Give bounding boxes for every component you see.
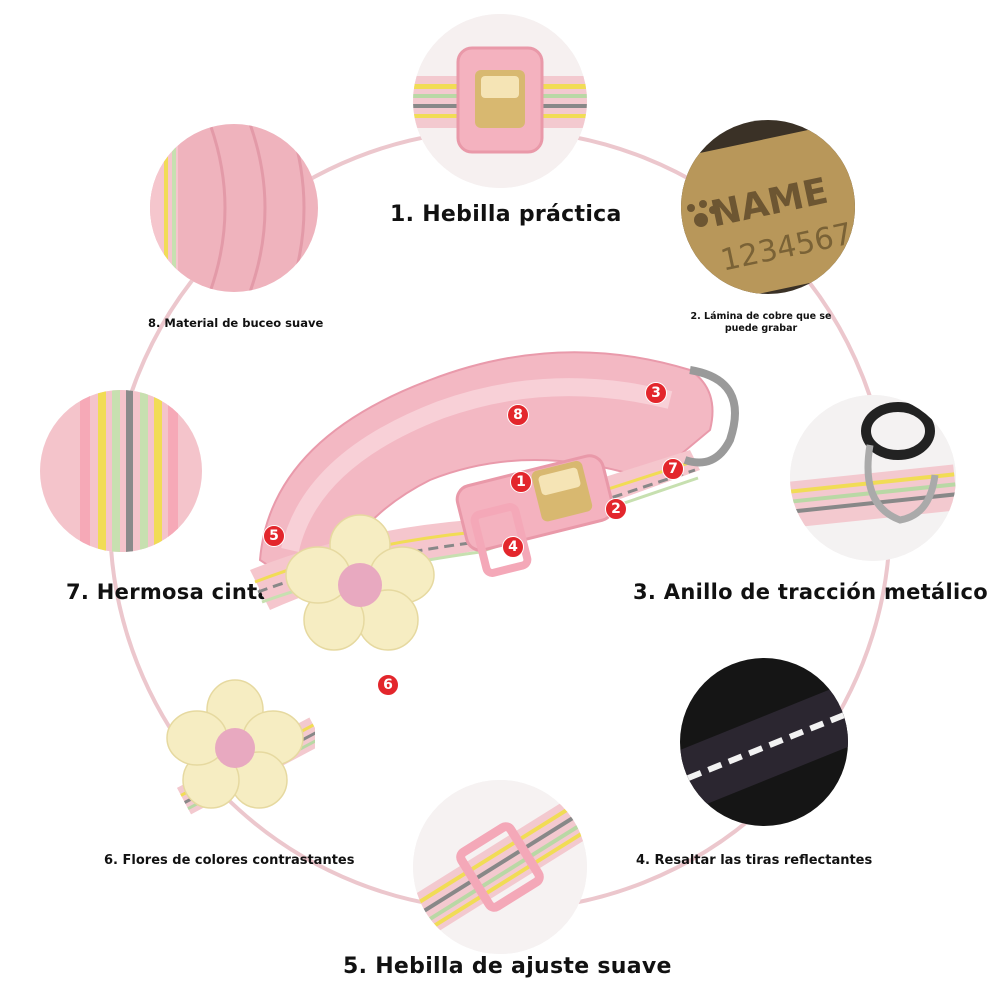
feature-6-label: 6. Flores de colores contrastantes xyxy=(104,853,355,868)
ribbon-image xyxy=(40,390,202,552)
badge-4: 4 xyxy=(502,536,524,558)
buckle-icon xyxy=(455,454,615,552)
badge-3: 3 xyxy=(645,382,667,404)
thumb-diving-material xyxy=(150,124,318,292)
buckle-icon xyxy=(413,14,587,188)
thumb-nameplate: NAME 12345678 xyxy=(681,120,855,294)
reflective-strip-image xyxy=(680,658,848,826)
thumb-ribbon xyxy=(40,390,202,552)
thumb-adjust-buckle xyxy=(413,780,587,954)
adjust-buckle-image xyxy=(413,780,587,954)
flower-icon xyxy=(166,679,315,815)
badge-6: 6 xyxy=(377,674,399,696)
collar-product xyxy=(230,320,750,710)
feature-1-label: 1. Hebilla práctica xyxy=(390,202,622,227)
badge-1: 1 xyxy=(510,471,532,493)
badge-5: 5 xyxy=(263,525,285,547)
d-ring-icon xyxy=(790,395,956,561)
feature-3-label: 3. Anillo de tracción metálico xyxy=(633,580,988,604)
nameplate-image: NAME 12345678 xyxy=(681,120,855,294)
badge-2: 2 xyxy=(605,498,627,520)
badge-7: 7 xyxy=(662,458,684,480)
paw-icon xyxy=(687,200,717,227)
loose-flower xyxy=(155,668,315,823)
feature-7-label: 7. Hermosa cinta xyxy=(66,580,272,604)
feature-4-label: 4. Resaltar las tiras reflectantes xyxy=(636,853,873,868)
thumb-reflective xyxy=(680,658,848,826)
feature-5-label: 5. Hebilla de ajuste suave xyxy=(343,954,672,979)
thumb-buckle xyxy=(413,14,587,188)
thumb-metal-ring xyxy=(790,395,956,561)
flower-icon xyxy=(285,514,435,651)
feature-8-label: 8. Material de buceo suave xyxy=(148,316,324,330)
badge-8: 8 xyxy=(507,404,529,426)
d-ring-icon xyxy=(683,366,739,467)
diving-material-image xyxy=(150,124,318,292)
collar-image xyxy=(250,351,739,651)
feature-2-label: 2. Lámina de cobre que se puede grabar xyxy=(690,311,832,334)
